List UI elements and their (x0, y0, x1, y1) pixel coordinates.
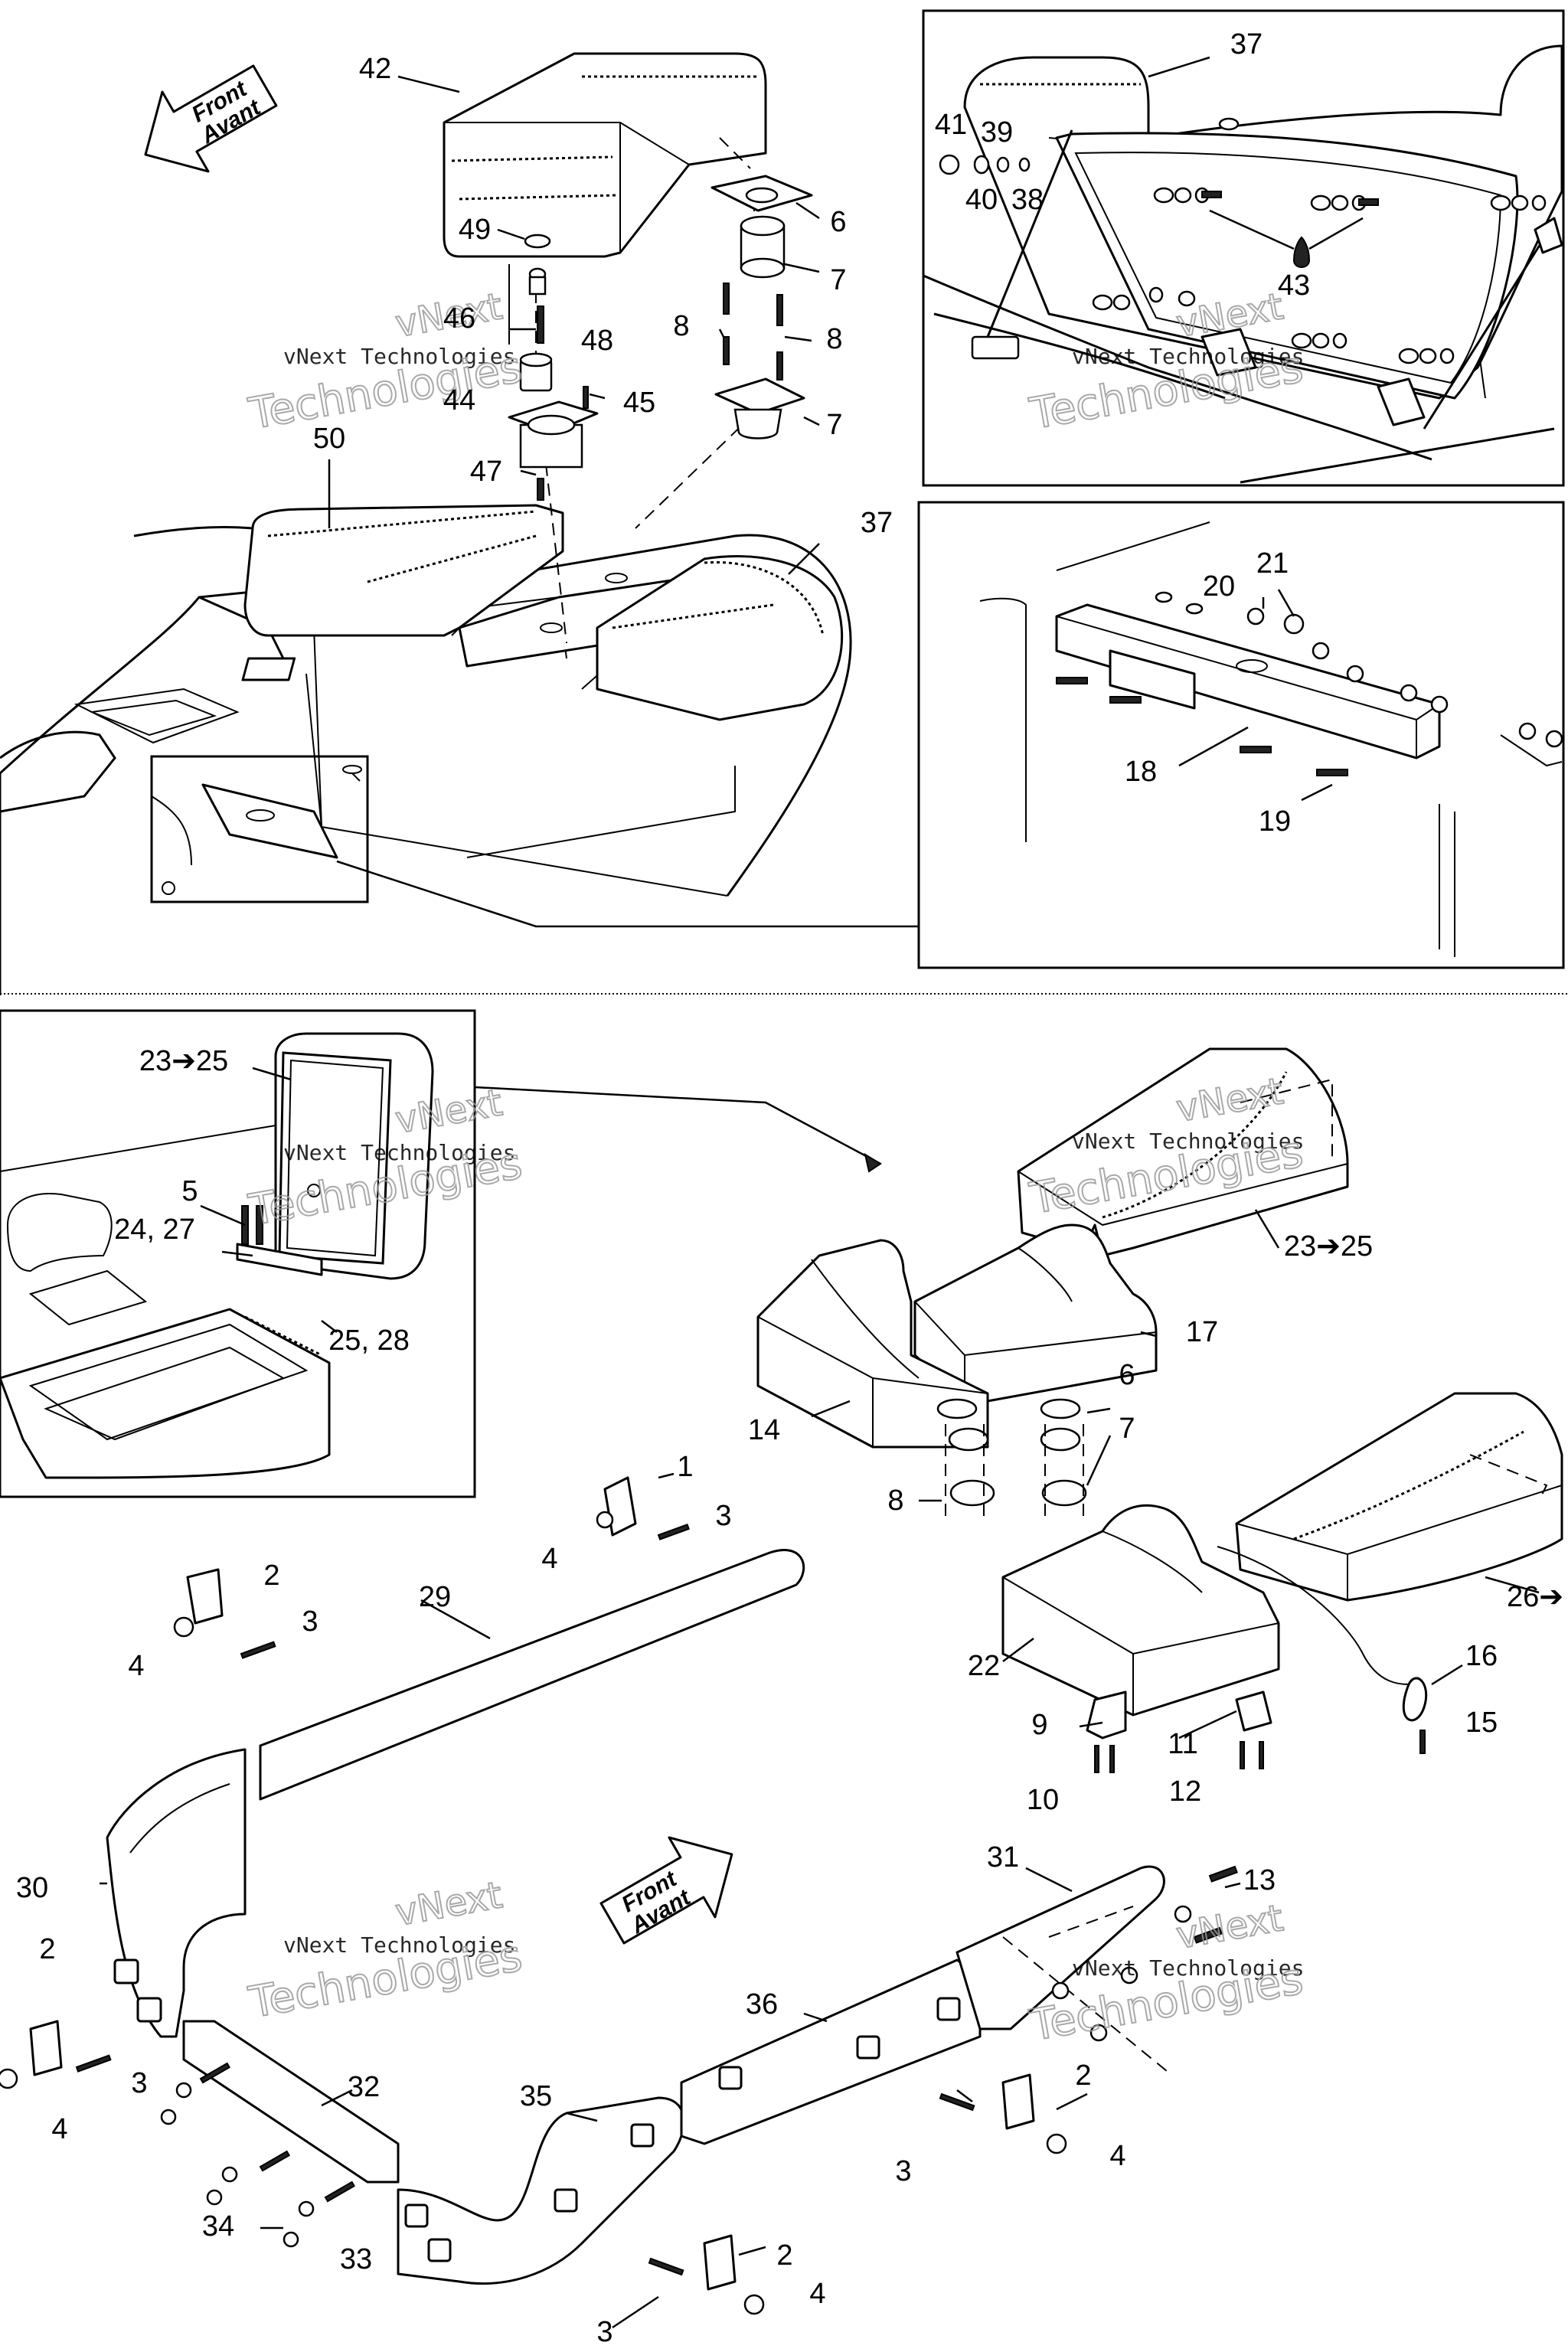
front-arrow-top: Front Avant (144, 64, 278, 173)
callout-1: 1 (677, 1451, 693, 1483)
callout-42: 42 (359, 53, 391, 85)
callout-35: 35 (520, 2080, 552, 2112)
watermark-text: vNext Technologies (1072, 344, 1304, 369)
washer-row (1246, 607, 1563, 748)
callout-8: 8 (826, 323, 842, 355)
callout-3: 3 (131, 2067, 147, 2099)
callout-14: 14 (748, 1414, 780, 1446)
callout-3: 3 (715, 1500, 731, 1532)
callout-2: 2 (39, 1933, 55, 1965)
callout-38: 38 (1011, 184, 1044, 216)
callout-34: 34 (202, 2210, 234, 2243)
callout-26: 26➔ (1507, 1581, 1563, 1613)
callout-4: 4 (809, 2278, 825, 2310)
callout-5: 5 (181, 1175, 198, 1207)
callout-2: 2 (776, 2239, 792, 2272)
nut-row-1 (1092, 187, 1547, 364)
callout-2: 2 (1075, 2060, 1091, 2092)
callout-8: 8 (673, 310, 689, 342)
watermark-text: vNext Technologies (1072, 1129, 1304, 1154)
callout-3: 3 (302, 1606, 318, 1638)
watermark-text: vNext Technologies (283, 1932, 515, 1958)
watermark-big-top: vNext (1173, 1896, 1286, 1958)
callout-30: 30 (16, 1872, 48, 1904)
callout-23-25: 23➔25 (1284, 1230, 1373, 1263)
callout-15: 15 (1465, 1707, 1498, 1739)
callout-22: 22 (968, 1650, 1000, 1682)
callout-31: 31 (987, 1841, 1019, 1873)
callout-29: 29 (419, 1581, 451, 1613)
callout-19: 19 (1259, 805, 1291, 838)
callout-4: 4 (51, 2113, 67, 2145)
callout-12: 12 (1169, 1775, 1201, 1808)
top-seat-assembly (0, 52, 919, 995)
callout-7: 7 (826, 409, 842, 441)
callout-25-28: 25, 28 (328, 1325, 410, 1357)
callout-4: 4 (541, 1543, 557, 1575)
callout-46: 46 (443, 302, 475, 335)
callout-39: 39 (981, 116, 1013, 149)
watermark-big-top: vNext (392, 1873, 505, 1935)
callout-41: 41 (935, 109, 967, 141)
callout-7: 7 (830, 264, 846, 296)
watermark-text: vNext Technologies (283, 1140, 515, 1165)
callout-4: 4 (1109, 2140, 1125, 2172)
callout-21: 21 (1256, 547, 1289, 580)
callout-20: 20 (1203, 570, 1235, 603)
callout-8: 8 (887, 1485, 903, 1517)
callout-7: 7 (1119, 1413, 1135, 1445)
cushion-17 (913, 1223, 1158, 1403)
callout-13: 13 (1243, 1864, 1276, 1896)
callout-23-25: 23➔25 (139, 1045, 228, 1077)
callout-2: 2 (263, 1560, 279, 1592)
callout-9: 9 (1031, 1709, 1047, 1741)
callout-32: 32 (348, 2071, 380, 2103)
callout-3: 3 (895, 2155, 911, 2187)
cushion-26 (1235, 1392, 1563, 1602)
gunwale-pieces (106, 1549, 1172, 2285)
callout-50: 50 (313, 423, 345, 455)
callout-44: 44 (443, 384, 475, 416)
callout-3: 3 (596, 2316, 612, 2348)
callout-17: 17 (1186, 1316, 1218, 1348)
callout-48: 48 (581, 325, 613, 357)
callout-16: 16 (1465, 1640, 1498, 1672)
clip-hardware (0, 1476, 1238, 2315)
callout-6: 6 (1119, 1359, 1135, 1391)
callout-labels: 42 6 7 49 8 8 46 48 44 45 7 50 47 37 37 … (16, 28, 1563, 2348)
callout-18: 18 (1125, 756, 1157, 788)
callout-45: 45 (623, 387, 655, 419)
callout-4: 4 (128, 1650, 144, 1682)
callout-47: 47 (470, 456, 502, 488)
callout-40: 40 (965, 184, 998, 216)
mount-hardware-6-7-8 (936, 1398, 1087, 1524)
callout-6: 6 (830, 206, 846, 238)
cushion-22 (1001, 1504, 1428, 1773)
watermark-text: vNext Technologies (283, 344, 515, 369)
callout-37: 37 (1230, 28, 1263, 60)
watermark-text: vNext Technologies (1072, 1955, 1304, 1981)
callout-49: 49 (459, 214, 491, 246)
callout-36: 36 (746, 1988, 778, 2020)
callout-11: 11 (1168, 1728, 1197, 1760)
front-arrow-bottom: Front Avant (599, 1836, 733, 1945)
callout-10: 10 (1027, 1784, 1059, 1816)
callout-24-27: 24, 27 (114, 1214, 195, 1246)
detail-box-backrest (0, 1009, 476, 1498)
callout-43: 43 (1278, 270, 1310, 302)
callout-37: 37 (861, 507, 893, 539)
callout-33: 33 (340, 2243, 372, 2275)
detail-box-top-right (922, 9, 1565, 487)
detail-box-bracket (917, 501, 1565, 969)
leader-lines (100, 56, 1540, 2329)
